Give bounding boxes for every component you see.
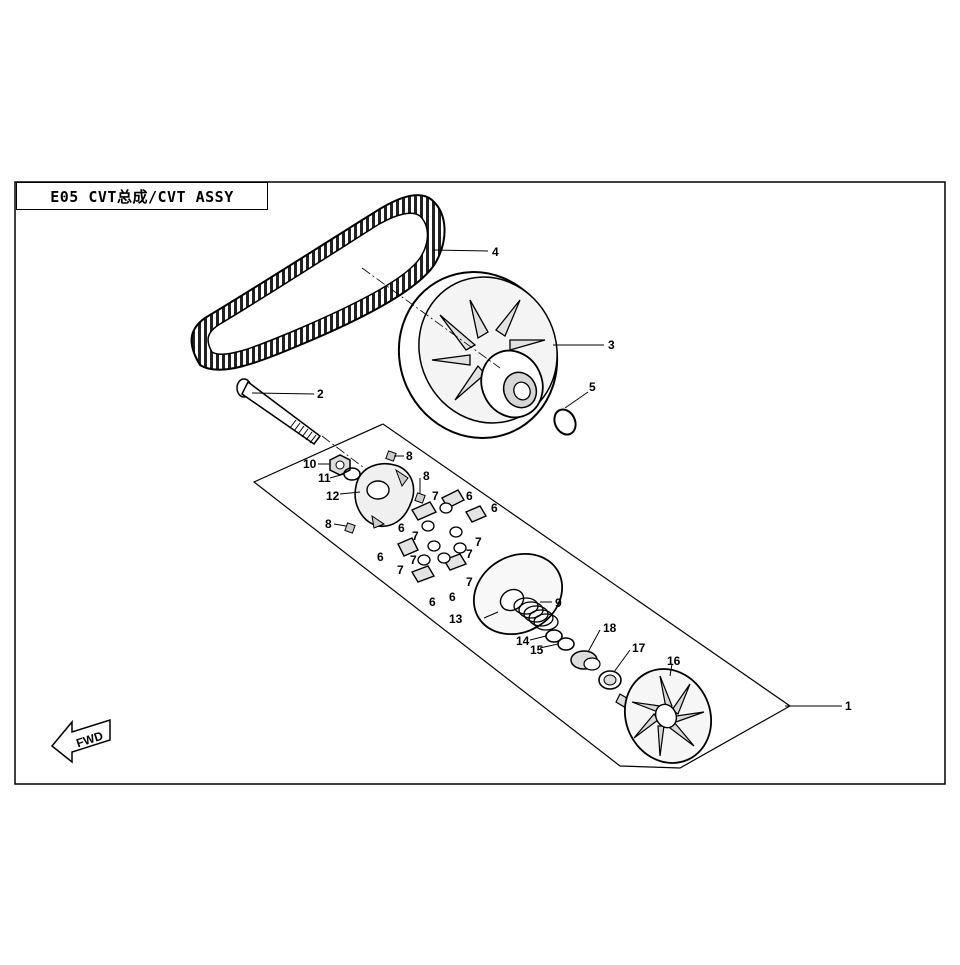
callout-7: 7 <box>397 563 404 577</box>
callout-3: 3 <box>608 338 615 352</box>
callout-10: 10 <box>303 457 317 471</box>
drawing-frame <box>14 181 946 785</box>
roller-weight <box>427 540 441 552</box>
callout-6: 6 <box>377 550 384 564</box>
callout-1: 1 <box>845 699 852 713</box>
ramp-plate <box>354 462 415 529</box>
title-box: E05 CVT总成/CVT ASSY <box>16 182 268 210</box>
callout-7: 7 <box>432 489 439 503</box>
roller-weight <box>417 554 431 566</box>
o-ring <box>553 408 577 436</box>
slider <box>464 505 488 523</box>
fixed-sheave <box>615 668 713 764</box>
callout-7: 7 <box>475 535 482 549</box>
callout-7: 7 <box>412 529 419 543</box>
callout-6: 6 <box>466 489 473 503</box>
callout-4: 4 <box>492 245 499 259</box>
callout-6: 6 <box>429 595 436 609</box>
roller-weight <box>437 552 451 564</box>
callout-14: 14 <box>516 634 530 648</box>
callout-12: 12 <box>326 489 340 503</box>
nut <box>329 454 351 476</box>
guide-block <box>344 522 356 534</box>
callout-15: 15 <box>530 643 544 657</box>
slider <box>410 501 438 521</box>
guide-block <box>414 492 426 504</box>
fwd-arrow: FWD <box>50 718 111 764</box>
callout-8: 8 <box>406 449 413 463</box>
guide-block <box>385 450 397 462</box>
assembly-boundary <box>252 423 792 769</box>
callout-8: 8 <box>325 517 332 531</box>
callout-16: 16 <box>667 654 681 668</box>
callout-2: 2 <box>317 387 324 401</box>
slider <box>397 537 419 557</box>
seal-ring <box>557 637 575 651</box>
washer <box>343 467 361 481</box>
slider <box>410 565 436 583</box>
callout-9: 9 <box>555 596 562 610</box>
callout-6: 6 <box>398 521 405 535</box>
callout-6: 6 <box>449 590 456 604</box>
spring <box>513 597 559 631</box>
roller-weight <box>439 502 453 514</box>
callout-13: 13 <box>449 612 463 626</box>
page-title: E05 CVT总成/CVT ASSY <box>50 187 234 206</box>
movable-sheave <box>472 552 564 636</box>
callout-11: 11 <box>318 471 331 485</box>
bolt <box>236 378 322 446</box>
callout-6: 6 <box>491 501 498 515</box>
callout-18: 18 <box>603 621 617 635</box>
callout-8: 8 <box>423 469 430 483</box>
callout-7: 7 <box>466 547 473 561</box>
roller-weight <box>421 520 435 532</box>
roller-weight <box>453 542 467 554</box>
sleeve <box>570 650 601 671</box>
bushing <box>598 670 622 690</box>
drive-belt <box>190 194 446 371</box>
leader-lines <box>251 249 842 707</box>
roller-weight <box>449 526 463 538</box>
callout-7: 7 <box>466 575 473 589</box>
callout-17: 17 <box>632 641 646 655</box>
callout-5: 5 <box>589 380 596 394</box>
callout-7: 7 <box>410 553 417 567</box>
driven-clutch <box>397 271 559 439</box>
